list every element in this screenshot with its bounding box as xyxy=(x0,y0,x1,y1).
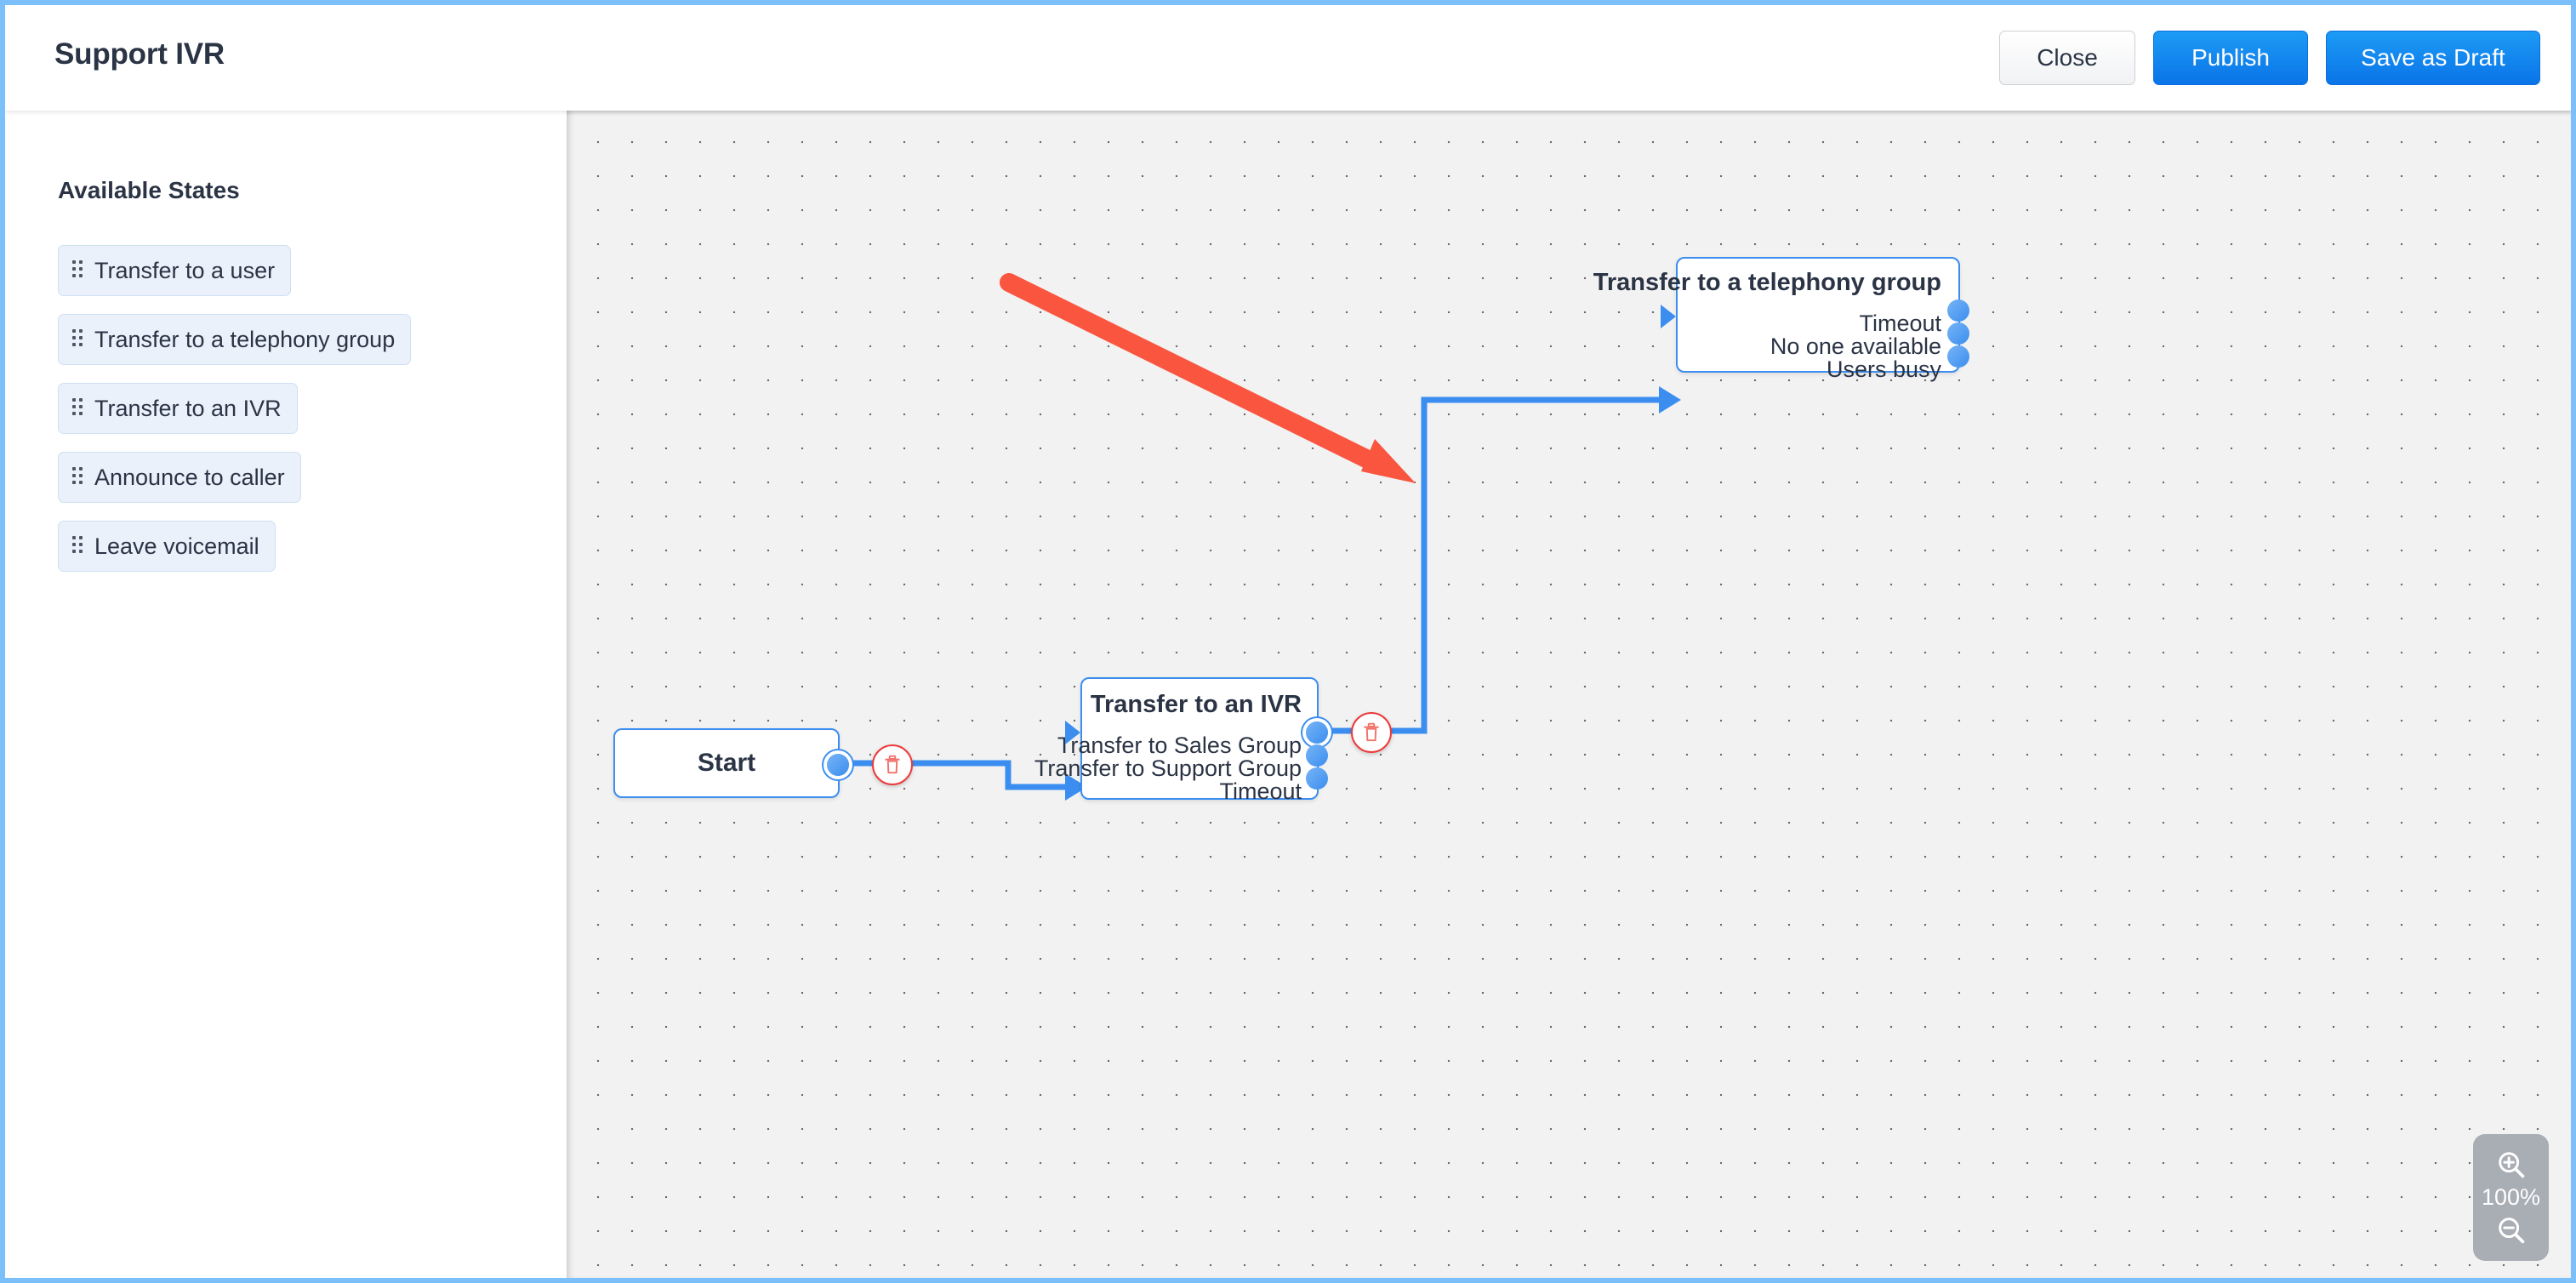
state-palette-list: Transfer to a user Transfer to a telepho… xyxy=(58,245,412,572)
node-telephony-output-port-timeout[interactable] xyxy=(1947,299,1969,322)
node-ivr-title: Transfer to an IVR xyxy=(1090,691,1302,718)
node-start[interactable]: Start xyxy=(613,728,849,798)
edge-layer xyxy=(844,386,1681,801)
node-telephony-output-port-no-one-available[interactable] xyxy=(1947,322,1969,345)
node-ivr-port-label-support: Transfer to Support Group xyxy=(1034,756,1302,781)
state-chip-label: Announce to caller xyxy=(94,464,285,490)
state-chip-transfer-to-a-user[interactable]: Transfer to a user xyxy=(58,245,292,296)
edge-delete-button-start-to-ivr[interactable] xyxy=(872,744,913,785)
node-ivr-input-port[interactable] xyxy=(1065,721,1080,744)
drag-handle-icon[interactable] xyxy=(72,467,83,488)
state-chip-leave-voicemail[interactable]: Leave voicemail xyxy=(58,521,276,572)
trash-icon xyxy=(1364,722,1379,742)
zoom-in-icon[interactable] xyxy=(2495,1149,2528,1181)
node-telephony-port-label-users-busy: Users busy xyxy=(1826,356,1941,382)
node-telephony-input-port[interactable] xyxy=(1661,305,1676,328)
state-chip-label: Transfer to a telephony group xyxy=(94,326,396,352)
node-start-output-port[interactable] xyxy=(827,754,849,776)
available-states-sidebar: Available States Transfer to a user Tran… xyxy=(5,111,567,1278)
zoom-out-icon[interactable] xyxy=(2495,1214,2528,1246)
annotation-arrow-icon xyxy=(1000,273,1416,483)
node-telephony-title: Transfer to a telephony group xyxy=(1593,269,1941,296)
page-title: Support IVR xyxy=(54,37,225,71)
drag-handle-icon[interactable] xyxy=(72,329,83,350)
node-telephony-output-port-users-busy[interactable] xyxy=(1947,345,1969,368)
edge-delete-button-ivr-to-telephony[interactable] xyxy=(1351,712,1392,753)
node-ivr-output-port-support[interactable] xyxy=(1306,744,1328,767)
close-button[interactable]: Close xyxy=(1999,31,2135,85)
publish-button[interactable]: Publish xyxy=(2153,31,2308,85)
node-transfer-to-an-ivr[interactable]: Transfer to an IVR Transfer to Sales Gro… xyxy=(1034,677,1328,804)
node-ivr-port-label-sales: Transfer to Sales Group xyxy=(1057,733,1302,758)
node-ivr-output-port-timeout[interactable] xyxy=(1306,767,1328,790)
drag-handle-icon[interactable] xyxy=(72,260,83,281)
header-actions: Close Publish Save as Draft xyxy=(1999,31,2540,85)
zoom-level-label: 100% xyxy=(2481,1184,2541,1210)
node-ivr-output-port-sales[interactable] xyxy=(1306,721,1328,744)
state-chip-label: Transfer to a user xyxy=(94,257,276,283)
edge-arrowhead xyxy=(1659,386,1681,413)
edge-ivr-to-telephony[interactable] xyxy=(1323,396,1659,734)
node-telephony-port-label-timeout: Timeout xyxy=(1859,311,1941,336)
drag-handle-icon[interactable] xyxy=(72,398,83,419)
state-chip-transfer-to-an-ivr[interactable]: Transfer to an IVR xyxy=(58,383,298,434)
node-telephony-port-label-no-one-available: No one available xyxy=(1770,334,1941,359)
node-ivr-port-label-timeout: Timeout xyxy=(1219,778,1302,804)
sidebar-heading: Available States xyxy=(58,177,240,203)
state-chip-transfer-to-a-telephony-group[interactable]: Transfer to a telephony group xyxy=(58,314,412,365)
app-header: Support IVR Close Publish Save as Draft xyxy=(5,5,2571,111)
zoom-control: 100% xyxy=(2473,1134,2549,1261)
node-transfer-to-a-telephony-group[interactable]: Transfer to a telephony group Timeout No… xyxy=(1593,257,1969,382)
state-chip-announce-to-caller[interactable]: Announce to caller xyxy=(58,452,301,503)
node-start-title: Start xyxy=(697,749,756,777)
trash-icon xyxy=(885,755,900,774)
save-as-draft-button[interactable]: Save as Draft xyxy=(2326,31,2540,85)
drag-handle-icon[interactable] xyxy=(72,536,83,556)
flow-canvas[interactable]: Start Transfer to an IVR Transfer to Sal… xyxy=(567,111,2571,1278)
state-chip-label: Leave voicemail xyxy=(94,533,259,559)
state-chip-label: Transfer to an IVR xyxy=(94,395,282,421)
